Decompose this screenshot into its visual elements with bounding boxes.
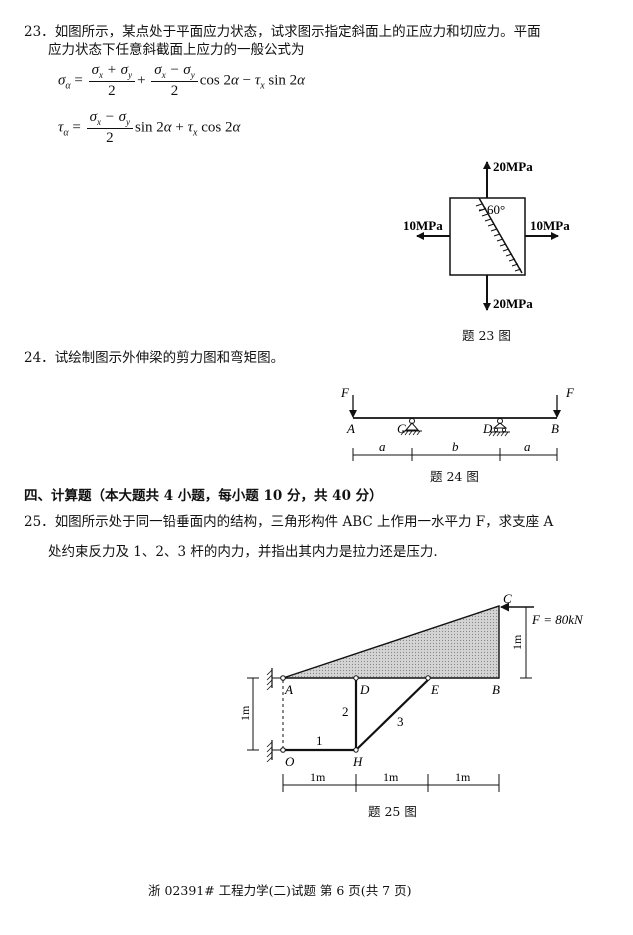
q25-text-line1: 25．如图所示处于同一铅垂面内的结构，三角形构件 ABC 上作用一水平力 F，求… <box>24 513 553 531</box>
section-4-title: 四、计算题（本大题共 4 小题，每小题 10 分，共 40 分） <box>24 488 383 504</box>
label-C: C <box>397 421 406 436</box>
figure-25: F = 80kN C 1m A D E B O H 1 2 3 1m 1 <box>238 591 584 792</box>
q23-text-line1: 23．如图所示，某点处于平面应力状态，试求图示指定斜面上的正应力和切应力。平面 <box>24 23 541 41</box>
dim-b: b <box>452 439 459 454</box>
label-D: D <box>482 421 493 436</box>
q23-number: 23． <box>24 24 55 40</box>
q23-text-line2: 应力状态下任意斜截面上应力的一般公式为 <box>48 42 305 58</box>
support-D <box>488 418 510 437</box>
dimension-ticks <box>352 448 558 461</box>
label-O25: O <box>285 754 295 769</box>
label-bottom-stress: 20MPa <box>493 296 533 311</box>
dim-w3: 1m <box>455 770 471 784</box>
angle-label: 60° <box>487 202 505 217</box>
caption-24: 题 24 图 <box>430 469 479 484</box>
dim-h-left: 1m <box>238 705 252 721</box>
label-A: A <box>346 421 355 436</box>
label-left-stress: 10MPa <box>403 218 443 233</box>
label-bar-3: 3 <box>397 714 404 729</box>
label-F-right: F <box>565 385 575 400</box>
label-A25: A <box>284 682 293 697</box>
label-B25: B <box>492 682 500 697</box>
figure-23: 60° 20MPa 20MPa 10MPa 10MPa <box>403 159 570 311</box>
dim-h-C: 1m <box>510 634 524 650</box>
label-F-left: F <box>340 385 350 400</box>
label-top-stress: 20MPa <box>493 159 533 174</box>
dim-a-right: a <box>524 439 531 454</box>
q23-line1: 如图所示，某点处于平面应力状态，试求图示指定斜面上的正应力和切应力。平面 <box>54 24 541 40</box>
label-D25: D <box>359 682 370 697</box>
support-O <box>266 740 286 763</box>
inclined-plane <box>478 197 523 274</box>
label-E25: E <box>430 682 439 697</box>
q24-body: 试绘制图示外伸梁的剪力图和弯矩图。 <box>54 350 285 366</box>
label-B: B <box>551 421 559 436</box>
caption-25: 题 25 图 <box>368 804 417 819</box>
page-footer: 浙 02391# 工程力学(二)试题 第 6 页(共 7 页) <box>148 883 412 898</box>
dim-w1: 1m <box>310 770 326 784</box>
q25-line1: 如图所示处于同一铅垂面内的结构，三角形构件 ABC 上作用一水平力 F，求支座 … <box>54 514 554 530</box>
plane-hatching <box>475 203 522 272</box>
q24-number: 24． <box>24 350 55 366</box>
angle-arc <box>478 207 487 211</box>
dim-a-left: a <box>379 439 386 454</box>
caption-23: 题 23 图 <box>462 328 511 343</box>
label-H25: H <box>352 754 363 769</box>
support-C <box>400 418 422 436</box>
figure-24: F F A C D B a b a <box>340 385 575 461</box>
dim-w2: 1m <box>383 770 399 784</box>
q25-text-line2: 处约束反力及 1、2、3 杆的内力，并指出其内力是拉力还是压力. <box>48 544 438 560</box>
label-right-stress: 10MPa <box>530 218 570 233</box>
label-C25: C <box>503 591 512 606</box>
dim-bottom-ticks <box>282 774 500 792</box>
triangle-ABC <box>282 605 500 679</box>
label-bar-1: 1 <box>316 733 323 748</box>
bar-3 <box>355 679 429 751</box>
label-force: F = 80kN <box>531 612 584 627</box>
q25-number: 25． <box>24 514 55 530</box>
label-bar-2: 2 <box>342 704 349 719</box>
q24-text: 24．试绘制图示外伸梁的剪力图和弯矩图。 <box>24 349 284 367</box>
